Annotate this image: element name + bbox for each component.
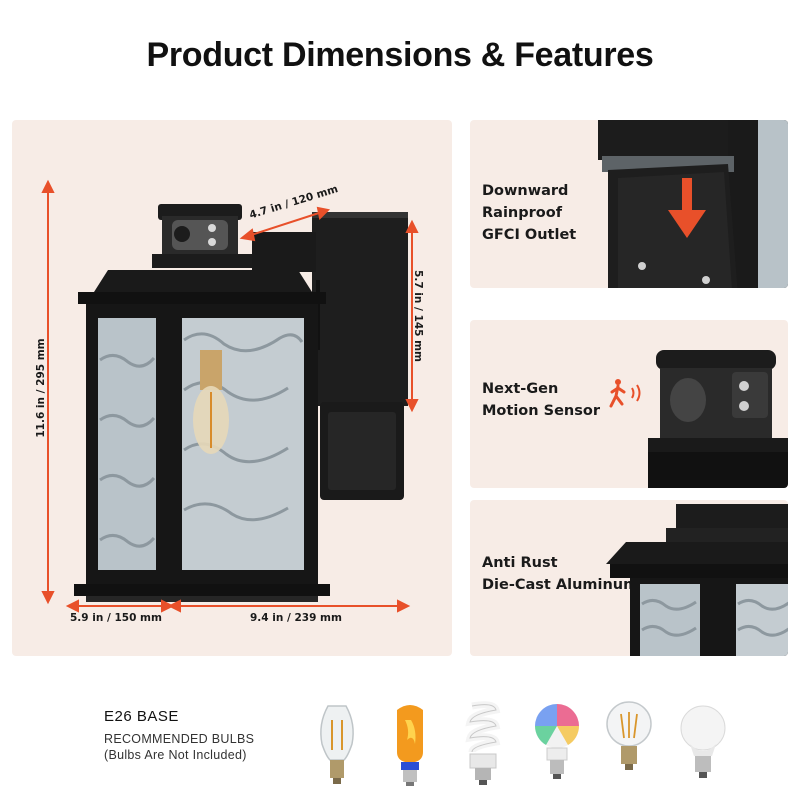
edison-filament-bulb-icon	[320, 705, 354, 784]
height-label: 11.6 in / 295 mm	[35, 338, 47, 438]
motion-sensor-illustration	[648, 350, 788, 488]
down-arrow-icon	[668, 178, 706, 238]
feature-panel-gfci: Downward Rainproof GFCI Outlet	[470, 120, 788, 288]
total-depth-label: 9.4 in / 239 mm	[250, 612, 342, 624]
led-a19-bulb-icon	[680, 705, 726, 778]
recommended-bulbs-section: E26 BASE RECOMMENDED BULBS (Bulbs Are No…	[0, 660, 800, 800]
spiral-cfl-bulb-icon	[465, 701, 501, 785]
feature-line: Downward	[482, 183, 569, 199]
feature-panel-anti-rust: Anti Rust Die-Cast Aluminum	[470, 500, 788, 656]
flame-bulb-icon	[397, 705, 423, 786]
feature-line: Next-Gen	[482, 381, 559, 397]
base-subheading: RECOMMENDED BULBS	[104, 732, 255, 746]
globe-filament-bulb-icon	[606, 701, 652, 770]
page-title: Product Dimensions & Features	[146, 36, 654, 74]
die-cast-frame-illustration	[606, 504, 788, 656]
rgb-smart-bulb-icon	[535, 704, 579, 779]
feature-panel-motion-sensor: Next-Gen Motion Sensor	[470, 320, 788, 488]
width-label: 5.9 in / 150 mm	[70, 612, 162, 624]
feature-line: Die-Cast Aluminum	[482, 577, 639, 593]
dimensions-panel: 4.7 in / 120 mm 11.6 in / 295 mm 5.7 in …	[12, 120, 452, 656]
feature-text-motion-sensor: Next-Gen Motion Sensor	[482, 378, 600, 422]
feature-line: Rainproof	[482, 205, 563, 221]
base-note: (Bulbs Are Not Included)	[104, 748, 247, 762]
person-motion-icon	[609, 379, 641, 408]
wall-light-dimension-illustration	[41, 179, 419, 613]
base-heading: E26 BASE	[104, 708, 179, 725]
feature-text-gfci: Downward Rainproof GFCI Outlet	[482, 180, 576, 246]
feature-line: Motion Sensor	[482, 403, 600, 419]
feature-line: GFCI Outlet	[482, 227, 577, 243]
feature-line: Anti Rust	[482, 555, 558, 571]
backplate-height-label: 5.7 in / 145 mm	[412, 270, 424, 362]
feature-text-anti-rust: Anti Rust Die-Cast Aluminum	[482, 552, 638, 596]
gfci-outlet-illustration	[598, 120, 788, 288]
